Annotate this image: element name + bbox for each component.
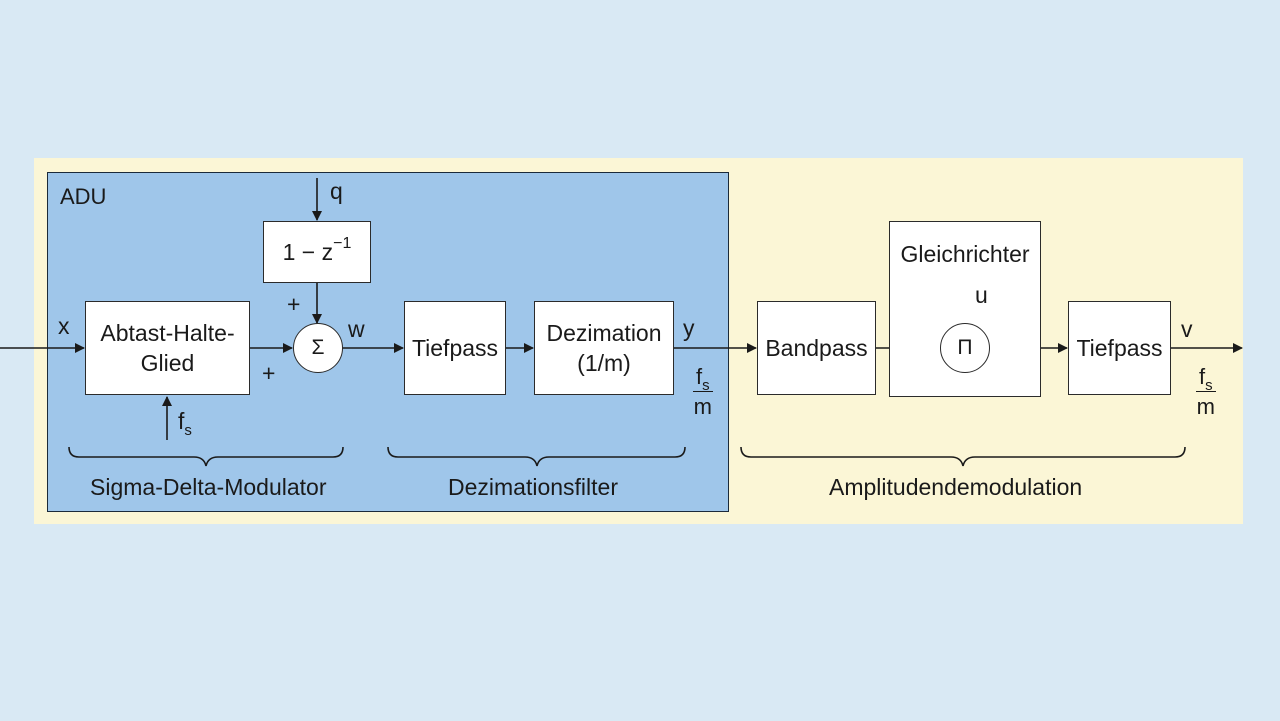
signal-q: q [330, 178, 343, 204]
sum-plus-top: + [287, 291, 301, 317]
tiefpass-1-label: Tiefpass [411, 335, 499, 361]
rate-fraction-y: fs m [693, 364, 713, 419]
bandpass-block: Bandpass [757, 301, 876, 395]
dezimation-line2: (1/m) [577, 350, 631, 376]
signal-x: x [58, 313, 70, 339]
tiefpass-block-2: Tiefpass [1068, 301, 1171, 395]
signal-u: u [975, 282, 988, 308]
rate-fraction-v: fs m [1196, 364, 1216, 419]
sum-plus-left: + [262, 360, 276, 386]
adu-label: ADU [60, 184, 107, 209]
sampling-frequency-label: fs [178, 408, 192, 439]
tiefpass-block-1: Tiefpass [404, 301, 506, 395]
group-amplitudendemodulation: Amplitudendemodulation [829, 474, 1083, 500]
tiefpass-2-label: Tiefpass [1076, 335, 1163, 361]
summation-node: Σ [293, 323, 343, 373]
difference-block: 1 − z−1 [263, 221, 371, 283]
dezimation-line1: Dezimation [546, 320, 662, 346]
group-dezimationsfilter: Dezimationsfilter [448, 474, 618, 500]
abtast-halte-glied-block: Abtast-Halte- Glied [85, 301, 250, 395]
bandpass-label: Bandpass [765, 335, 868, 361]
signal-v: v [1181, 316, 1193, 342]
summation-symbol: Σ [311, 336, 325, 359]
multiplier-symbol: Π [957, 336, 973, 359]
group-sigma-delta-modulator: Sigma-Delta-Modulator [90, 474, 327, 500]
difference-exponent: −1 [333, 235, 352, 252]
dezimation-block: Dezimation (1/m) [534, 301, 674, 395]
signal-y: y [683, 315, 695, 341]
multiplier-node: Π [940, 323, 990, 373]
abtast-line1: Abtast-Halte- [100, 320, 235, 346]
difference-main: 1 − z [282, 239, 334, 265]
gleichrichter-label: Gleichrichter [900, 241, 1030, 267]
abtast-line2: Glied [140, 350, 195, 376]
signal-w: w [348, 316, 365, 342]
